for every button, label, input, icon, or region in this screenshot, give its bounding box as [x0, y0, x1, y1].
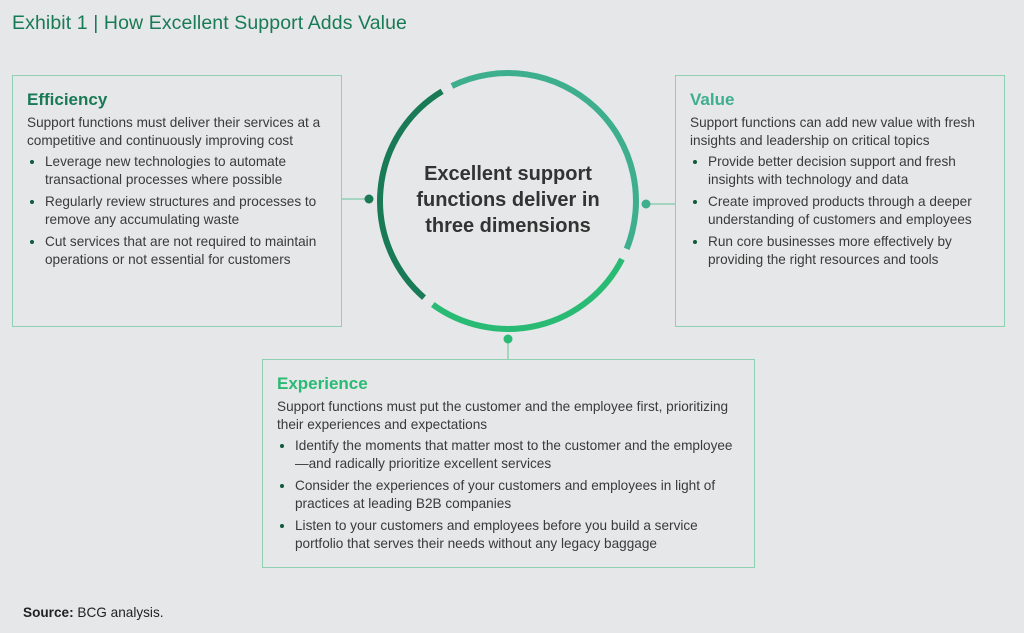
list-item: Regularly review structures and processe… [27, 193, 327, 229]
efficiency-heading: Efficiency [27, 90, 108, 109]
source-note: Source: BCG analysis. [23, 605, 164, 620]
experience-arc [431, 257, 625, 332]
efficiency-box: Efficiency Support functions must delive… [12, 75, 342, 327]
value-heading: Value [690, 90, 735, 109]
bullet-icon [280, 524, 284, 528]
bullet-icon [693, 240, 697, 244]
value-connector-dot [641, 199, 651, 209]
list-item: Create improved products through a deepe… [690, 193, 990, 229]
experience-heading: Experience [277, 374, 368, 393]
bullet-icon [693, 200, 697, 204]
bullet-icon [280, 484, 284, 488]
value-bullet-list: Provide better decision support and fres… [690, 153, 990, 269]
list-item: Identify the moments that matter most to… [277, 437, 740, 473]
center-statement: Excellent support functions deliver in t… [416, 163, 600, 237]
bullet-icon [693, 160, 697, 164]
list-item: Consider the experiences of your custome… [277, 477, 740, 513]
efficiency-intro: Support functions must deliver their ser… [27, 115, 321, 148]
bullet-icon [30, 160, 34, 164]
experience-bullet-list: Identify the moments that matter most to… [277, 437, 740, 553]
experience-box: Experience Support functions must put th… [262, 359, 755, 568]
value-box: Value Support functions can add new valu… [675, 75, 1005, 327]
efficiency-connector-dot [364, 194, 374, 204]
bullet-icon [30, 200, 34, 204]
experience-connector-dot [503, 334, 513, 344]
experience-intro: Support functions must put the customer … [277, 399, 729, 432]
bullet-icon [280, 444, 284, 448]
list-item: Cut services that are not required to ma… [27, 233, 327, 269]
list-item: Run core businesses more effectively by … [690, 233, 990, 269]
list-item: Leverage new technologies to automate tr… [27, 153, 327, 189]
value-intro: Support functions can add new value with… [690, 115, 975, 148]
list-item: Listen to your customers and employees b… [277, 517, 740, 553]
efficiency-bullet-list: Leverage new technologies to automate tr… [27, 153, 327, 269]
bullet-icon [30, 240, 34, 244]
source-text: BCG analysis. [77, 605, 164, 620]
list-item: Provide better decision support and fres… [690, 153, 990, 189]
source-label: Source: [23, 605, 74, 620]
exhibit-title: Exhibit 1 | How Excellent Support Adds V… [12, 12, 407, 34]
